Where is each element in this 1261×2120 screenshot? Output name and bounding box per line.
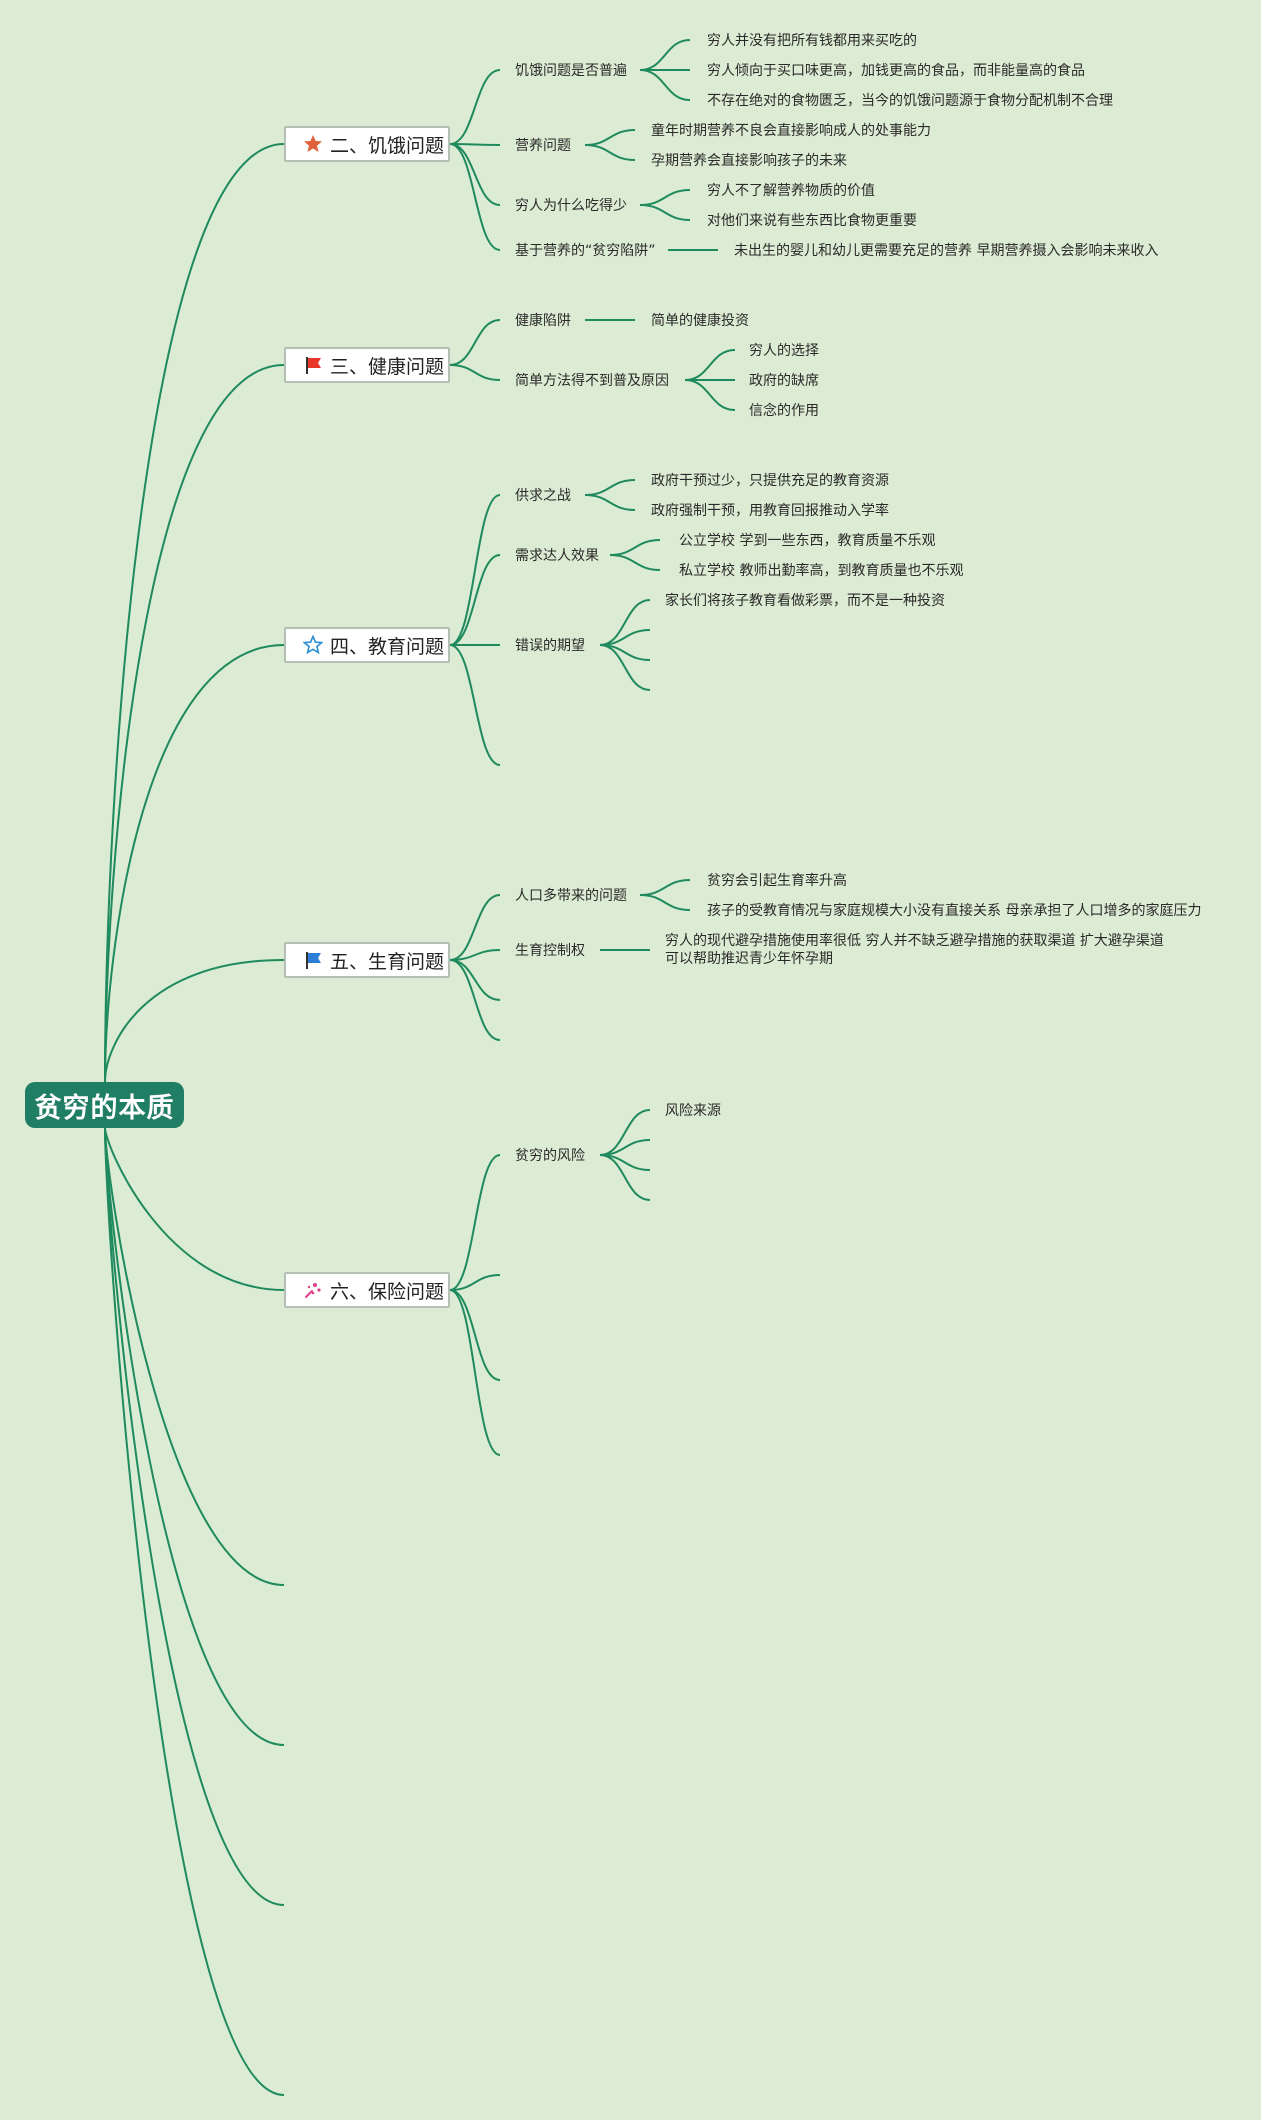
branch-education[interactable]: 四、教育问题: [284, 627, 450, 663]
leaf-node[interactable]: 信念的作用: [749, 403, 819, 419]
leaf-node[interactable]: 公立学校 学到一些东西，教育质量不乐观: [679, 533, 936, 549]
leaf-node[interactable]: 贫穷会引起生育率升高: [707, 873, 847, 889]
connector: [639, 879, 691, 896]
connector: [449, 1289, 501, 1456]
leaf-node[interactable]: 穷人的现代避孕措施使用率很低 穷人并不缺乏避孕措施的获取渠道 扩大避孕渠道 可以…: [665, 933, 1164, 967]
sub-topic[interactable]: 基于营养的“贫穷陷阱”: [515, 243, 656, 259]
branch-insurance[interactable]: 六、保险问题: [284, 1272, 450, 1308]
leaf-node[interactable]: 对他们来说有些东西比食物更重要: [707, 213, 917, 229]
connector: [639, 189, 691, 206]
leaf-node[interactable]: 未出生的婴儿和幼儿更需要充足的营养 早期营养摄入会影响未来收入: [734, 243, 1159, 259]
connector: [599, 644, 651, 691]
connector: [639, 69, 691, 101]
sparkle-icon: [302, 1279, 324, 1301]
branch-fertility[interactable]: 五、生育问题: [284, 942, 450, 978]
sub-topic[interactable]: 穷人为什么吃得少: [515, 198, 627, 214]
leaf-node[interactable]: 不存在绝对的食物匮乏，当今的饥饿问题源于食物分配机制不合理: [707, 93, 1113, 109]
branch-label: 三、健康问题: [330, 355, 445, 378]
connector: [609, 539, 661, 556]
root-node[interactable]: 贫穷的本质: [25, 1082, 184, 1128]
connector: [639, 39, 691, 71]
sub-topic[interactable]: 需求达人效果: [515, 548, 599, 564]
root-connector: [104, 143, 285, 1083]
connector: [449, 644, 501, 766]
connector: [449, 143, 501, 251]
leaf-node[interactable]: 家长们将孩子教育看做彩票，而不是一种投资: [665, 593, 945, 609]
connector: [684, 349, 736, 381]
connector: [449, 364, 501, 381]
root-connector: [104, 1127, 285, 2096]
red-flag-icon: [302, 354, 324, 376]
leaf-node[interactable]: 穷人倾向于买口味更高，加钱更高的食品，而非能量高的食品: [707, 63, 1085, 79]
leaf-node[interactable]: 孩子的受教育情况与家庭规模大小没有直接关系 母亲承担了人口增多的家庭压力: [707, 903, 1202, 919]
leaf-node[interactable]: 风险来源: [665, 1103, 721, 1119]
connector: [449, 894, 501, 961]
leaf-node[interactable]: 政府干预过少，只提供充足的教育资源: [651, 473, 889, 489]
sub-topic[interactable]: 简单方法得不到普及原因: [515, 373, 669, 389]
sub-topic[interactable]: 供求之战: [515, 488, 571, 504]
connector: [449, 959, 501, 1041]
connector: [449, 1289, 501, 1381]
leaf-node[interactable]: 政府强制干预，用教育回报推动入学率: [651, 503, 889, 519]
sub-topic[interactable]: 健康陷阱: [515, 313, 571, 329]
leaf-node[interactable]: 童年时期营养不良会直接影响成人的处事能力: [651, 123, 931, 139]
sub-topic[interactable]: 错误的期望: [515, 638, 585, 654]
connector: [449, 319, 501, 366]
branch-label: 六、保险问题: [330, 1280, 445, 1303]
leaf-node[interactable]: 孕期营养会直接影响孩子的未来: [651, 153, 847, 169]
connector: [584, 494, 636, 511]
connector: [449, 554, 501, 646]
connector: [609, 554, 661, 571]
branch-health[interactable]: 三、健康问题: [284, 347, 450, 383]
leaf-node[interactable]: 穷人并没有把所有钱都用来买吃的: [707, 33, 917, 49]
connector: [449, 1154, 501, 1291]
blue-flag-icon: [302, 949, 324, 971]
connector: [449, 494, 501, 646]
connector: [639, 894, 691, 911]
sub-topic[interactable]: 饥饿问题是否普遍: [515, 63, 627, 79]
connector: [449, 1274, 501, 1291]
connector: [584, 144, 636, 161]
root-connector: [104, 644, 285, 1083]
sub-topic[interactable]: 营养问题: [515, 138, 571, 154]
connector: [599, 1154, 651, 1201]
connector: [584, 129, 636, 146]
leaf-node[interactable]: 穷人不了解营养物质的价值: [707, 183, 875, 199]
leaf-node[interactable]: 政府的缺席: [749, 373, 819, 389]
root-connector: [104, 1127, 285, 1291]
outline-star-icon: [302, 634, 324, 656]
root-connector: [104, 1127, 285, 1586]
sub-topic[interactable]: 生育控制权: [515, 943, 585, 959]
branch-label: 二、饥饿问题: [330, 134, 445, 157]
branch-label: 四、教育问题: [330, 635, 445, 658]
branch-hunger[interactable]: 二、饥饿问题: [284, 126, 450, 162]
leaf-node[interactable]: 穷人的选择: [749, 343, 819, 359]
leaf-node[interactable]: 简单的健康投资: [651, 313, 749, 329]
connector: [639, 204, 691, 221]
connector: [449, 69, 501, 145]
root-connector: [104, 1127, 285, 1906]
connector: [449, 143, 501, 146]
star-icon: [302, 133, 324, 155]
leaf-node[interactable]: 私立学校 教师出勤率高，到教育质量也不乐观: [679, 563, 964, 579]
sub-topic[interactable]: 人口多带来的问题: [515, 888, 627, 904]
root-label: 贫穷的本质: [34, 1092, 175, 1124]
connector: [684, 379, 736, 411]
connector: [584, 479, 636, 496]
root-connector: [104, 959, 285, 1083]
connector: [449, 959, 501, 1001]
sub-topic[interactable]: 贫穷的风险: [515, 1148, 585, 1164]
root-connector: [104, 364, 285, 1083]
branch-label: 五、生育问题: [330, 950, 445, 973]
root-connector: [104, 1127, 285, 1746]
